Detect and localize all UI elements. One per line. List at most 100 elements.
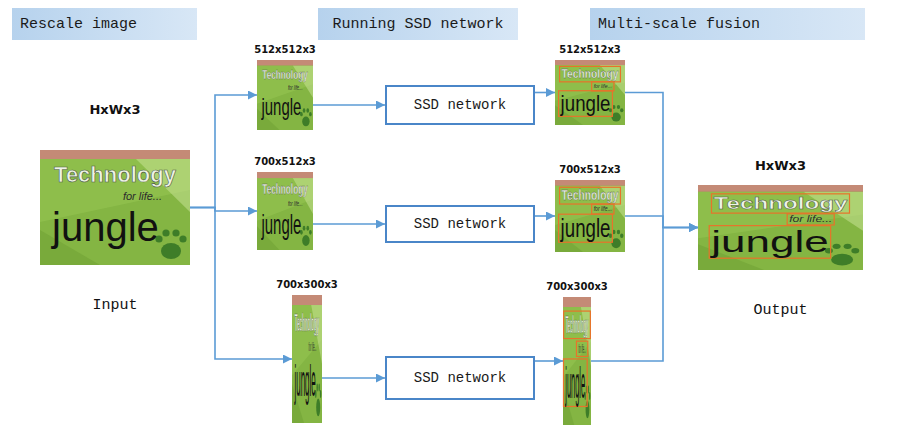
stage-band: Multi-scale fusion [590, 8, 865, 40]
paw-toe [306, 108, 309, 112]
photo-text: Technology [54, 164, 176, 186]
paw-toe [309, 230, 312, 235]
photo-strip [563, 297, 591, 307]
paw-pad [316, 399, 320, 417]
image-frame: Technologyfor life...jungle700x512x3 [257, 172, 313, 250]
photo-content: Technology for life... jungle [555, 180, 625, 252]
detection-box [592, 82, 614, 91]
paw-toe [620, 233, 623, 238]
photo-text: for life... [288, 85, 303, 92]
photo-ground [257, 60, 313, 130]
image-frame: Technologyfor life...jungleHxWx3Output [698, 185, 863, 270]
detection-box [711, 194, 849, 213]
paw-toe [588, 385, 589, 393]
photo-ground [292, 295, 322, 423]
paw-pad [302, 117, 309, 127]
size-label: 700x512x3 [254, 156, 316, 167]
connectors [190, 93, 698, 379]
paw-toe [306, 226, 309, 231]
flow-arrow [535, 92, 555, 94]
paw-toe [303, 108, 306, 112]
photo-text: for life... [594, 206, 612, 213]
photo-text: Technology [713, 195, 847, 211]
photo-text: jungle [561, 216, 611, 241]
photo-content: Technology for life... jungle [257, 60, 313, 130]
image-frame: Technologyfor life...jungle512x512x3 [555, 60, 625, 125]
size-label: 700x512x3 [559, 164, 621, 175]
size-label: HxWx3 [89, 103, 140, 117]
paw-toe [617, 230, 620, 235]
photo-strip [257, 172, 313, 178]
paw-toe [318, 383, 319, 391]
photo-text: jungle [711, 227, 828, 257]
paw-pad [831, 254, 853, 266]
photo-content: Technology for life... jungle [292, 295, 322, 423]
detection-box [559, 91, 613, 117]
flow-arrow [190, 95, 257, 208]
size-label: 512x512x3 [254, 44, 316, 55]
photo-strip [40, 150, 190, 159]
photo-strip [555, 60, 625, 65]
detection-box [560, 66, 621, 81]
photo-ground [698, 185, 863, 270]
paw-toe [309, 112, 312, 116]
paw-toe [833, 244, 841, 249]
paw-pad [302, 235, 309, 246]
photo-text: for life... [288, 200, 303, 207]
photo-ground [40, 150, 190, 265]
flow-arrow [535, 360, 563, 362]
stage-band: Running SSD network [318, 8, 518, 40]
image-frame: Technologyfor life...jungleHxWx3Input [40, 150, 190, 265]
paw-toe [620, 108, 623, 112]
photo-text: for life... [578, 343, 585, 355]
process-box: SSD network [385, 356, 535, 400]
stage-title: Running SSD network [324, 16, 511, 33]
paw-toe [316, 383, 317, 391]
photo-text: for life... [309, 341, 317, 353]
photo-text: jungle [294, 358, 315, 403]
photo-ground [257, 172, 313, 250]
detection-box [576, 341, 587, 356]
process-box: SSD network [385, 205, 535, 243]
process-label: SSD network [414, 97, 506, 113]
paw-toe [617, 105, 620, 109]
flow-arrow [313, 104, 385, 106]
detection-box [787, 214, 834, 225]
size-label: 700x300x3 [546, 281, 608, 292]
paw-toe [844, 244, 852, 249]
stage-title: Multi-scale fusion [590, 16, 768, 33]
image-caption: Input [92, 298, 137, 315]
photo-text: Technology [262, 181, 307, 196]
size-label: HxWx3 [755, 159, 806, 173]
photo-text: for life... [594, 83, 612, 89]
photo-text: jungle [565, 360, 585, 405]
photo-strip [698, 185, 863, 192]
paw-toe [179, 235, 186, 242]
image-frame: Technologyfor life...jungle700x512x3 [555, 180, 625, 252]
photo-text: Technology [562, 189, 619, 203]
photo-content: Technologyfor life...jungle [698, 185, 863, 270]
photo-content: Technologyfor life...jungle [257, 172, 313, 250]
photo-text: for life... [123, 191, 162, 202]
process-label: SSD network [414, 370, 506, 386]
size-label: 512x512x3 [559, 44, 621, 55]
photo-ground [555, 60, 625, 125]
photo-content: Technologyfor life...jungle [555, 60, 625, 125]
photo-text: Technology [562, 68, 619, 80]
photo-strip [555, 180, 625, 186]
photo-ground [555, 180, 625, 252]
flow-arrow [322, 377, 385, 379]
detection-box [560, 187, 621, 204]
paw-toe [320, 390, 321, 398]
detection-box [564, 311, 591, 338]
photo-text: Technology [295, 311, 319, 335]
detection-box [592, 204, 614, 214]
flow-arrow [313, 223, 385, 225]
paw-toe [851, 248, 859, 253]
flow-arrow [625, 216, 698, 228]
photo-text: jungle [261, 95, 301, 119]
stage-title: Rescale image [12, 16, 145, 33]
process-box: SSD network [385, 85, 535, 125]
photo-strip [257, 60, 313, 65]
photo-text: Technology [262, 69, 307, 82]
